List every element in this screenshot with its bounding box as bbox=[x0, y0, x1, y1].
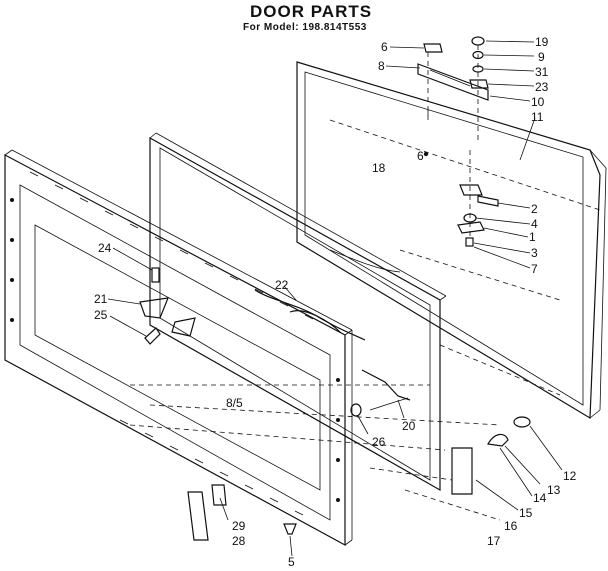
callout-7: 7 bbox=[531, 262, 538, 276]
callout-24: 24 bbox=[98, 241, 112, 255]
callout-8: 8 bbox=[378, 59, 385, 73]
hinge-hardware bbox=[457, 150, 499, 247]
callout-10: 10 bbox=[531, 95, 545, 109]
callout-6: 6 bbox=[381, 40, 388, 54]
latch-parts bbox=[139, 267, 196, 345]
diagram-title: DOOR PARTS bbox=[250, 2, 373, 21]
callout-26: 26 bbox=[372, 435, 386, 449]
callout-5: 5 bbox=[288, 555, 295, 569]
callout-21: 21 bbox=[94, 292, 108, 306]
callout-2: 2 bbox=[531, 202, 538, 216]
callout-9: 9 bbox=[538, 50, 545, 64]
bottom-hinge bbox=[369, 416, 531, 521]
callout-16: 16 bbox=[504, 519, 518, 533]
callout-18: 18 bbox=[372, 161, 386, 175]
callout-4: 4 bbox=[531, 217, 538, 231]
callout-19: 19 bbox=[535, 35, 549, 49]
wiring-parts bbox=[254, 289, 411, 417]
inner-door-panel bbox=[4, 149, 353, 547]
callout-29: 29 bbox=[232, 519, 246, 533]
callout-31: 31 bbox=[535, 65, 549, 79]
handle-hardware bbox=[417, 36, 489, 157]
callout-8-5: 8/5 bbox=[226, 396, 243, 410]
callout-20: 20 bbox=[402, 419, 416, 433]
callout-13: 13 bbox=[547, 483, 561, 497]
callout-14: 14 bbox=[533, 491, 547, 505]
leader-lines bbox=[107, 40, 563, 557]
part-23-block bbox=[469, 79, 489, 89]
callout-15: 15 bbox=[519, 506, 533, 520]
callout-1: 1 bbox=[529, 230, 536, 244]
callout-22: 22 bbox=[275, 278, 289, 292]
assembly-lines bbox=[129, 119, 601, 451]
part-19-nut bbox=[471, 36, 485, 46]
callout-11: 11 bbox=[531, 110, 544, 124]
callout-labels: 19 9 31 23 10 11 6 8 6 18 2 4 1 3 7 24 2… bbox=[94, 35, 577, 569]
callout-23: 23 bbox=[535, 80, 549, 94]
callout-25: 25 bbox=[94, 308, 108, 322]
callout-3: 3 bbox=[531, 246, 538, 260]
model-number: For Model: 198.814T553 bbox=[243, 22, 367, 33]
part-8-bracket bbox=[417, 63, 489, 101]
callout-17: 17 bbox=[487, 534, 501, 548]
part-6-cap bbox=[423, 43, 443, 53]
outer-door-panel bbox=[296, 61, 607, 420]
callout-6b: 6 bbox=[417, 149, 424, 163]
bottom-brackets bbox=[187, 484, 297, 541]
callout-12: 12 bbox=[563, 469, 577, 483]
callout-28: 28 bbox=[232, 534, 246, 548]
